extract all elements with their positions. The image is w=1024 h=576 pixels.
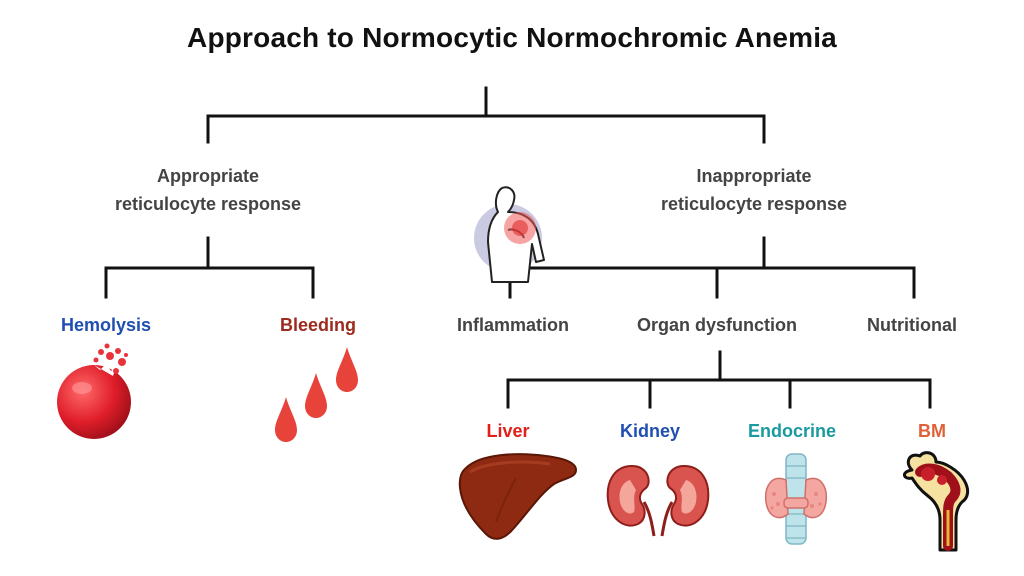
liver-label: Liver bbox=[486, 421, 530, 441]
endocrine-label: Endocrine bbox=[747, 421, 836, 441]
liver-icon bbox=[458, 453, 578, 540]
bm-label: BM bbox=[918, 421, 946, 441]
nutritional-label: Nutritional bbox=[867, 315, 957, 335]
kidneys-icon bbox=[606, 464, 710, 537]
inappropriate-line2: reticulocyte response bbox=[660, 194, 848, 214]
organ-dysfunction-label: Organ dysfunction bbox=[636, 315, 797, 335]
bleeding-label: Bleeding bbox=[279, 315, 356, 335]
appropriate-response-label: Appropriate reticulocyte response bbox=[108, 162, 308, 218]
shoulder-pain-icon bbox=[474, 186, 545, 283]
thyroid-icon bbox=[764, 453, 828, 545]
blood-drops-icon bbox=[275, 347, 358, 442]
inflammation-label: Inflammation bbox=[456, 315, 569, 335]
rbc-lysis-icon bbox=[57, 343, 131, 439]
page-title: Approach to Normocytic Normochromic Anem… bbox=[187, 22, 837, 53]
appropriate-line2: reticulocyte response bbox=[114, 194, 302, 214]
kidney-label: Kidney bbox=[619, 421, 680, 441]
bone-marrow-icon bbox=[903, 451, 970, 552]
inappropriate-response-label: Inappropriate reticulocyte response bbox=[654, 162, 854, 218]
appropriate-line1: Appropriate bbox=[156, 166, 259, 186]
hemolysis-label: Hemolysis bbox=[60, 315, 152, 335]
inappropriate-line1: Inappropriate bbox=[696, 166, 812, 186]
